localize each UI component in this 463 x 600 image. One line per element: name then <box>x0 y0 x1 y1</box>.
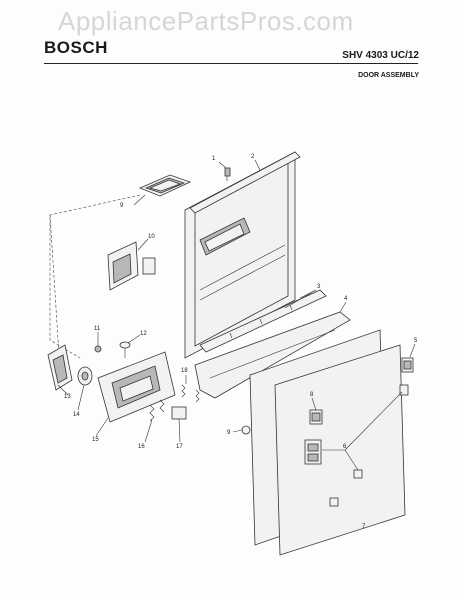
part-9-gasket <box>138 174 192 197</box>
header-rule <box>44 63 418 64</box>
model-number: SHV 4303 UC/12 <box>342 50 419 61</box>
part-11-clip <box>94 345 102 353</box>
part-5-bracket <box>401 357 414 373</box>
callout-13: 13 <box>64 394 71 400</box>
part-17-switch <box>171 406 187 420</box>
callout-8: 8 <box>310 392 314 398</box>
callout-18: 18 <box>181 368 188 374</box>
part-18-springs <box>181 384 200 403</box>
callout-12: 12 <box>140 331 147 337</box>
part-10-dispenser <box>107 241 156 291</box>
callout-10: 10 <box>148 234 155 240</box>
part-1-screw <box>224 167 231 181</box>
watermark-text: AppliancePartsPros.com <box>58 6 354 36</box>
callout-9: 9 <box>120 203 124 209</box>
part-3-hinge-strip <box>199 289 327 353</box>
part-12-pin <box>119 341 131 358</box>
part-15-control-housing <box>97 351 176 423</box>
part-2-inner-door <box>184 151 301 359</box>
brand-logo: BOSCH <box>44 38 108 57</box>
callout-4: 4 <box>344 296 348 302</box>
callout-16: 16 <box>138 444 145 450</box>
leader-lines <box>57 159 416 471</box>
callout-14: 14 <box>73 412 80 418</box>
callout-6: 6 <box>343 444 347 450</box>
part-13-handle <box>47 344 73 391</box>
callout-9-plug: 9 <box>227 430 231 436</box>
callout-15: 15 <box>92 437 99 443</box>
callout-1: 1 <box>212 156 216 162</box>
part-9-plug <box>241 425 251 435</box>
callout-7: 7 <box>362 524 366 530</box>
callout-labels: 1 2 3 4 5 6 7 8 9 10 11 12 13 14 15 16 1… <box>64 154 418 530</box>
part-16-spring <box>149 399 165 422</box>
dashed-guide-lines <box>49 194 141 371</box>
section-title: DOOR ASSEMBLY <box>358 72 419 79</box>
callout-17: 17 <box>176 444 183 450</box>
callout-3: 3 <box>317 284 321 290</box>
part-14-knob <box>77 366 93 386</box>
part-4-lower-panel <box>194 311 351 399</box>
callout-11: 11 <box>94 326 101 332</box>
callout-5: 5 <box>414 338 418 344</box>
callout-2: 2 <box>251 154 255 160</box>
